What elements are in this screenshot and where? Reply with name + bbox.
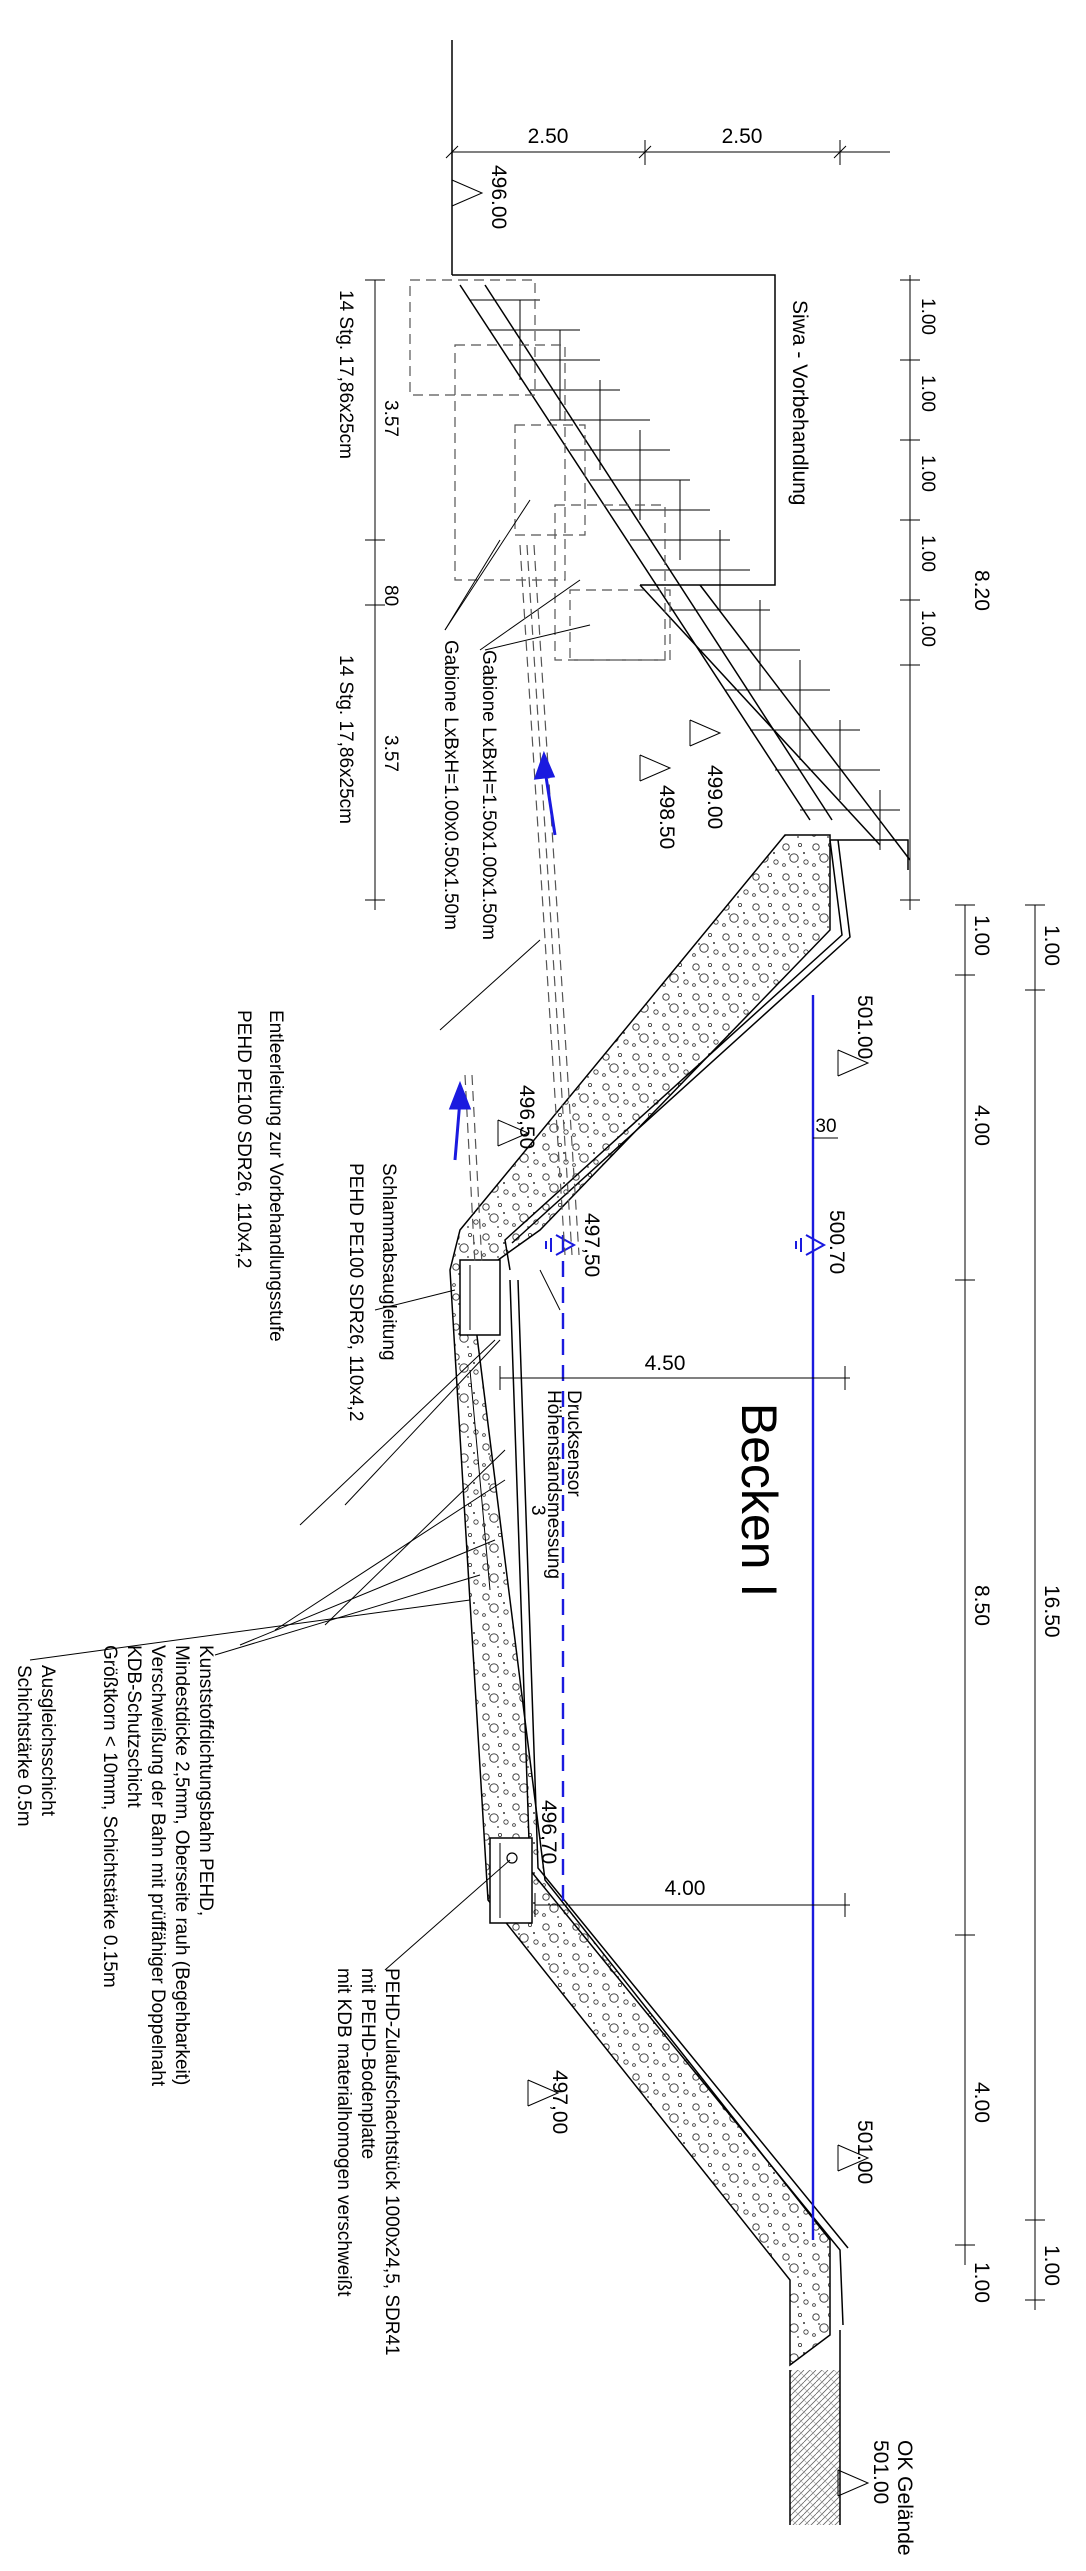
label-liner-2: Mindestdicke 2,5mm, Oberseite rauh (Bege… [171,1645,192,2085]
dim-stairs-3: 1.00 [917,455,938,492]
label-steps-upper: 14 Stg. 17,86x25cm [335,290,356,459]
dim-stairs-4: 1.00 [917,535,938,572]
dim-freeboard: 30 [815,1116,836,1137]
dim-top-b: 2.50 [722,125,763,148]
dim-seg-1: 1.00 [970,915,993,956]
elev-496-50: 496,50 [515,1085,538,1149]
dim-run-b: 3.57 [380,735,401,772]
dim-seg-3: 8.50 [970,1585,993,1626]
dim-overall-3: 1.00 [1040,2245,1063,2286]
dim-bottom-right: 4.00 [665,1877,706,1900]
label-drain-pipe: Entleerleitung zur Vorbehandlungsstufe [265,1010,286,1342]
label-liner-3: Verschweißung der Bahn mit prüffähiger D… [147,1645,168,2087]
dim-top-a: 2.50 [528,125,569,148]
label-protect-1: KDB-Schutzschicht [123,1645,144,1808]
elev-500-70: 500.70 [825,1210,848,1274]
label-slope-ratio: 3 [527,1505,548,1516]
elev-496-00: 496.00 [487,165,510,229]
label-levelling-2: Schichtstärke 0.5m [13,1665,34,1827]
dim-stairs-total: 8.20 [970,570,993,611]
pond-body [449,834,851,2525]
basin-title: Becken I [731,1403,787,1598]
dim-seg-2: 4.00 [970,1105,993,1146]
sludge-pipes [464,544,580,1266]
label-drain-pipe-spec: PEHD PE100 SDR26, 110x4,2 [233,1010,254,1268]
elev-501-00-right: 501.00 [853,2120,876,2184]
dim-stairs-1: 1.00 [917,298,938,335]
dim-seg-5: 1.00 [970,2262,993,2303]
label-sludge-pipe: Schlammabsaugleitung [378,1163,399,1361]
flow-arrows [448,750,557,1161]
label-ground-elevation: 501.00 [869,2440,892,2504]
label-ground: OK Gelände [893,2440,916,2556]
label-gabion-small: Gabione LxBxH=1.00x0.50x1.50m [440,640,461,930]
water-level-symbols [545,1234,827,1256]
pretreatment-stairs [409,40,911,1031]
elevation-markers [451,179,870,2497]
label-inlet-1: PEHD-Zulaufschachtstück 1000x24,5, SDR41 [381,1968,402,2356]
dim-overall-2: 16.50 [1040,1585,1063,1638]
annotation-leaders [29,1269,561,1971]
elev-496-70: 496,70 [537,1800,560,1864]
dim-stairs-5: 1.00 [917,610,938,647]
label-liner-1: Kunststoffdichtungsbahn PEHD, [195,1645,216,1916]
dim-overall-1: 1.00 [1040,925,1063,966]
label-sludge-pipe-spec: PEHD PE100 SDR26, 110x4,2 [345,1163,366,1421]
label-inlet-2: mit PEHD-Bodenplatte [357,1968,378,2159]
label-gabion-large: Gabione LxBxH=1.50x1.00x1.50m [478,650,499,940]
label-steps-lower: 14 Stg. 17,86x25cm [335,655,356,824]
elev-497-50: 497,50 [580,1213,603,1277]
dim-stairs-2: 1.00 [917,375,938,412]
dim-run-gap: 80 [380,585,401,606]
dim-bottom-left: 4.50 [645,1352,686,1375]
label-pretreatment: Siwa - Vorbehandlung [788,300,811,505]
label-inlet-3: mit KDB materialhomogen verschweißt [333,1968,354,2297]
elev-499-00: 499.00 [703,765,726,829]
elev-497-00: 497,00 [548,2070,571,2134]
label-protect-2: Größtkorn < 10mm, Schichtstärke 0.15m [99,1645,120,1988]
elev-498-50: 498.50 [655,785,678,849]
dimension-lines [365,140,1045,2310]
label-level-measurement: Höhenstandsmessung [543,1390,564,1579]
label-pressure-sensor: Drucksensor [563,1390,584,1497]
dim-seg-4: 4.00 [970,2082,993,2123]
label-levelling-1: Ausgleichsschicht [37,1665,58,1817]
dim-run-a: 3.57 [380,400,401,437]
elev-501-00-left: 501.00 [853,995,876,1059]
